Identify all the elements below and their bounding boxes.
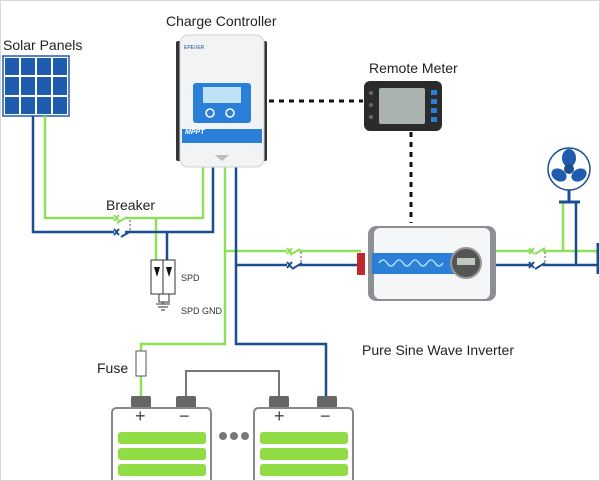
charge-controller-label: Charge Controller	[166, 13, 277, 29]
battery-2	[253, 396, 354, 480]
svg-text:EPEVER: EPEVER	[184, 45, 205, 51]
fuse-label: Fuse	[97, 360, 129, 376]
battery-2-minus: −	[320, 406, 331, 426]
fuse	[135, 350, 147, 377]
pv-breaker-switch	[113, 214, 132, 238]
battery-1	[111, 396, 212, 480]
battery-1-minus: −	[179, 406, 190, 426]
spd-gnd-label: SPD GND	[181, 306, 223, 316]
pure-sine-wave-inverter	[357, 226, 496, 301]
solar-panels-label: Solar Panels	[3, 37, 83, 53]
load-breaker-switch	[528, 247, 546, 270]
battery-breaker-switch	[286, 247, 303, 270]
inverter-label: Pure Sine Wave Inverter	[362, 342, 514, 358]
solar-panel-array	[2, 55, 70, 117]
fan-load	[547, 147, 591, 204]
surge-protection-device	[150, 259, 176, 311]
ellipsis-dots	[219, 432, 249, 440]
breaker-label: Breaker	[106, 197, 156, 213]
negative-wires	[31, 116, 598, 396]
positive-wires	[43, 116, 598, 396]
mppt-badge: MPPT	[185, 129, 205, 136]
remote-meter-label: Remote Meter	[369, 60, 458, 76]
battery-1-plus: +	[135, 406, 146, 426]
charge-controller: EPEVER	[176, 34, 267, 168]
battery-link-wire	[185, 370, 280, 396]
battery-2-plus: +	[274, 406, 285, 426]
spd-label: SPD	[181, 273, 200, 283]
remote-meter	[364, 81, 442, 131]
